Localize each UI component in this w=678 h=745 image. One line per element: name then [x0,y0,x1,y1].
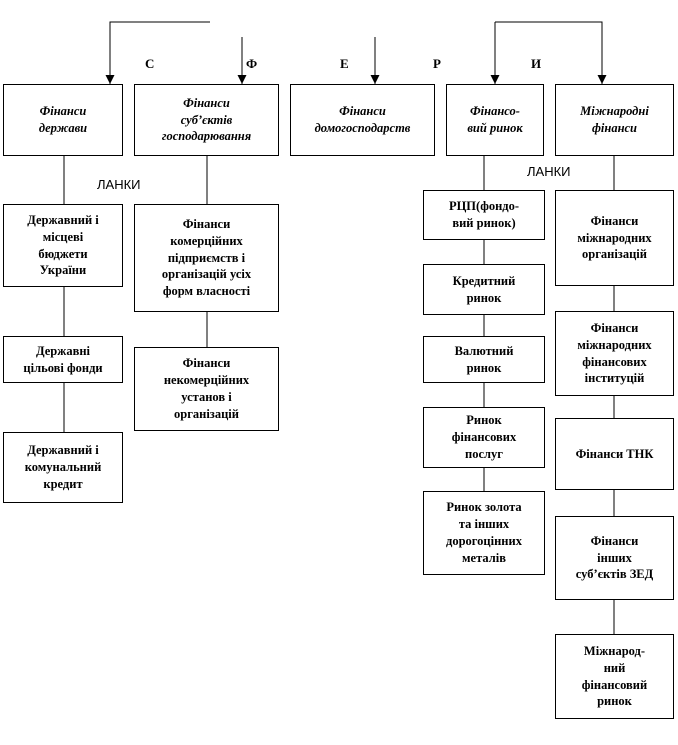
arrow-to-state-finance [105,21,210,84]
top-box-state-finance: Фінанси держави [3,84,123,156]
top-box-international-finance: Міжнародні фінанси [555,84,674,156]
state-link-credit: Державний і комунальний кредит [3,432,123,503]
market-link-currency: Валютний ринок [423,336,545,383]
enterprise-link-noncommercial: Фінанси некомерційних установ і організа… [134,347,279,431]
top-box-financial-market: Фінансо- вий ринок [446,84,544,156]
intl-link-zed: Фінанси інших суб’єктів ЗЕД [555,516,674,600]
links-label-right: ЛАНКИ [527,164,571,179]
intl-link-institutions: Фінанси міжнародних фінансових інституці… [555,311,674,396]
top-box-enterprise-finance: Фінанси суб’єктів господарювання [134,84,279,156]
sphere-letter-5: И [531,56,542,71]
links-label-left: ЛАНКИ [97,177,141,192]
sphere-letter-4: Р [433,56,441,71]
arrow-to-international-finance [495,21,607,84]
state-link-budgets: Державний і місцеві бюджети України [3,204,123,287]
sphere-letter-2: Ф [246,56,258,71]
market-link-credit: Кредитний ринок [423,264,545,315]
sphere-letter-1: С [145,56,155,71]
intl-link-organizations: Фінанси міжнародних організацій [555,190,674,286]
market-link-financial-services: Ринок фінансових послуг [423,407,545,468]
market-link-securities: РЦП(фондо- вий ринок) [423,190,545,240]
sphere-letter-3: Е [340,56,349,71]
intl-link-market: Міжнарод- ний фінансовий ринок [555,634,674,719]
enterprise-link-commercial: Фінанси комерційних підприємств і органі… [134,204,279,312]
market-link-gold: Ринок золота та інших дорогоцінних метал… [423,491,545,575]
intl-link-tnk: Фінанси ТНК [555,418,674,490]
state-link-target-funds: Державні цільові фонди [3,336,123,383]
top-box-household-finance: Фінанси домогосподарств [290,84,435,156]
